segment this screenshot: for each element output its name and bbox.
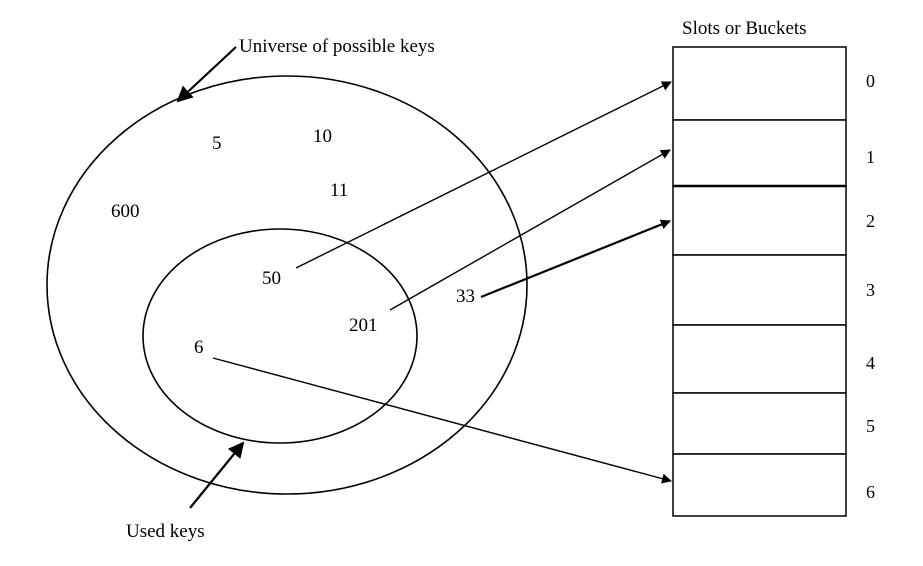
slot-0 [672, 46, 847, 121]
slot-5 [672, 392, 847, 455]
slots-title: Slots or Buckets [682, 18, 807, 39]
slot-6 [672, 453, 847, 517]
universe-key-600: 600 [111, 201, 140, 222]
slot-label-5: 5 [866, 416, 875, 436]
used-keys-label: Used keys [126, 521, 205, 542]
slot-4 [672, 324, 847, 394]
used-key-201: 201 [349, 315, 378, 336]
slot-label-1: 1 [866, 147, 875, 167]
arrow-33-to-slot-2 [480, 219, 671, 299]
universe-ellipse [46, 75, 528, 495]
slot-label-6: 6 [866, 482, 875, 502]
universe-key-33: 33 [456, 286, 475, 307]
universe-key-11: 11 [330, 180, 348, 201]
slot-1 [672, 119, 847, 187]
universe-key-5: 5 [212, 133, 222, 154]
used-keys-pointer-arrow [189, 441, 245, 509]
slots-table [672, 46, 847, 517]
used-key-50: 50 [262, 268, 281, 289]
universe-key-10: 10 [313, 126, 332, 147]
universe-label: Universe of possible keys [239, 36, 435, 57]
arrow-50-to-slot-0 [295, 81, 672, 269]
arrow-6-to-slot-6 [212, 357, 672, 484]
universe-pointer-arrow [176, 46, 237, 103]
slot-2 [672, 185, 847, 256]
slot-label-0: 0 [866, 71, 875, 91]
arrow-201-to-slot-1 [389, 149, 671, 311]
slot-label-3: 3 [866, 280, 875, 300]
slot-3 [672, 254, 847, 326]
slot-label-4: 4 [866, 353, 875, 373]
slot-label-2: 2 [866, 211, 875, 231]
used-key-6: 6 [194, 337, 204, 358]
used-keys-ellipse [142, 228, 418, 444]
